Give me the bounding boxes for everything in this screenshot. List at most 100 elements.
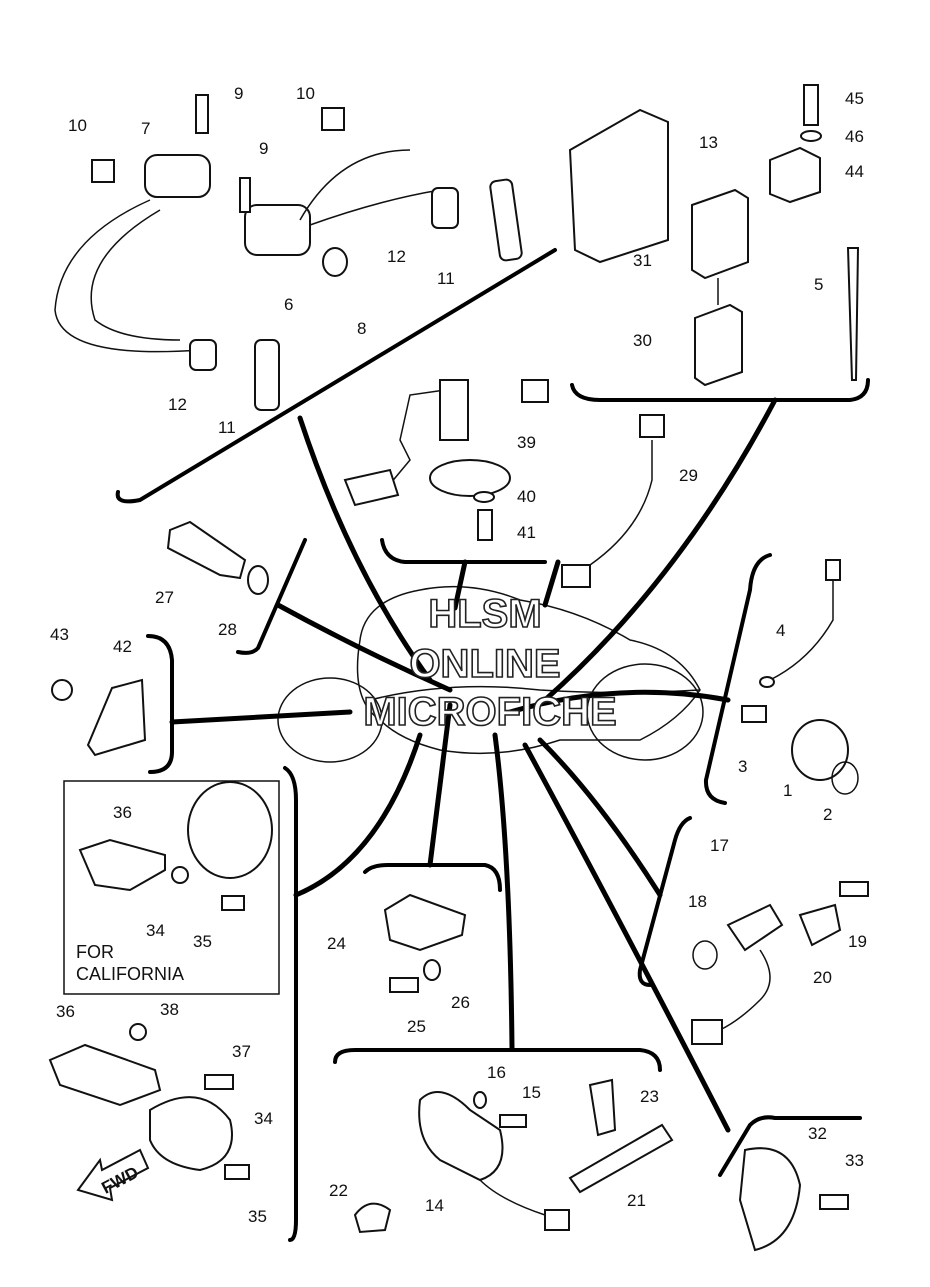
- plug-cap-12: [431, 187, 459, 229]
- callout-23: 23: [640, 1087, 659, 1106]
- callout-2: 2: [823, 805, 832, 824]
- callout-39: 39: [517, 433, 536, 452]
- frame-reflector: [146, 634, 174, 774]
- reflector-group: [51, 678, 147, 757]
- callout-4: 4: [776, 621, 785, 640]
- california-frame: [63, 780, 280, 995]
- lead-wire-29: [589, 440, 653, 566]
- california-note-line1: FOR: [76, 942, 114, 962]
- coil-wire: [309, 189, 441, 226]
- callout-17: 17: [710, 836, 729, 855]
- leader-main-switch: [507, 689, 731, 715]
- frame-starter: [333, 1048, 662, 1072]
- bolt-35: [221, 895, 245, 911]
- callout-7: 7: [141, 119, 150, 138]
- sender-float: [343, 468, 400, 507]
- plug-lead-wire: [90, 209, 181, 341]
- lead-4: [769, 580, 834, 681]
- sender-float-arm: [384, 389, 446, 491]
- o-ring-18: [692, 940, 718, 970]
- bolt-45: [803, 84, 819, 126]
- ecu-13: [568, 108, 669, 264]
- relay-30: [694, 303, 743, 387]
- callout-3: 3: [738, 757, 747, 776]
- callout-20: 20: [813, 968, 832, 987]
- ignition-coil-6: [244, 204, 311, 256]
- ignition-coil-group: [54, 94, 523, 411]
- crank-sensor-group: [691, 881, 869, 1045]
- callout-21: 21: [627, 1191, 646, 1210]
- coupler-24: [383, 893, 467, 952]
- clamp-8: [322, 247, 348, 277]
- sensor-wire: [719, 949, 771, 1031]
- sensor-coupler: [691, 1019, 723, 1045]
- callout-11b: 11: [218, 418, 236, 437]
- callout-29: 29: [679, 466, 698, 485]
- lead-coupler-bottom: [561, 564, 591, 588]
- sensor-44: [769, 146, 821, 204]
- pressure-switch-group: [166, 520, 269, 595]
- callout-12b: 12: [168, 395, 187, 414]
- o-ring-2: [831, 761, 859, 795]
- washer-46: [800, 130, 822, 142]
- frame-horn-left: [283, 766, 298, 1242]
- washer-26: [423, 959, 441, 981]
- bolt-9: [239, 177, 251, 213]
- clip-23: [588, 1078, 617, 1137]
- callout-32: 32: [808, 1124, 827, 1143]
- callout-34a: 34: [146, 921, 165, 940]
- bracket-36: [48, 1043, 162, 1107]
- plug-cap-11: [489, 178, 523, 262]
- callout-28: 28: [218, 620, 237, 639]
- watermark-line3: MICROFICHE: [363, 690, 616, 734]
- horn-california: [187, 781, 273, 879]
- callout-38: 38: [160, 1000, 179, 1019]
- leader-crank: [537, 737, 663, 898]
- horn-32: [738, 1147, 802, 1252]
- callout-33: 33: [845, 1151, 864, 1170]
- plug-cap-11: [254, 339, 280, 411]
- frame-ecu: [570, 378, 870, 402]
- sensor-17: [726, 903, 784, 952]
- leader-horn-right: [522, 742, 731, 1133]
- callout-14: 14: [425, 1196, 444, 1215]
- clamp-22: [353, 1202, 392, 1234]
- bolt-25: [389, 977, 419, 993]
- callout-15: 15: [522, 1083, 541, 1102]
- callout-43: 43: [50, 625, 69, 644]
- callout-5: 5: [814, 275, 823, 294]
- bolt-3: [741, 705, 767, 723]
- fuel-sender-group: [343, 379, 549, 541]
- leader-lines: [169, 397, 778, 1133]
- leader-horn-left: [293, 732, 423, 898]
- callout-labels: 1 2 3 4 5 6 7 8 9 9 10 10 11 11 12 12 13…: [50, 84, 867, 1226]
- nut-43: [51, 679, 73, 701]
- callout-45: 45: [845, 89, 864, 108]
- callout-10a: 10: [68, 116, 87, 135]
- ignition-coil-7: [144, 154, 211, 198]
- clamp-20: [798, 903, 842, 947]
- leader-pressure: [275, 602, 453, 693]
- callout-35a: 35: [193, 932, 212, 951]
- california-note-line2: CALIFORNIA: [76, 964, 184, 984]
- leader-sender-right: [542, 559, 561, 608]
- sender-coupler: [521, 379, 549, 403]
- callout-30: 30: [633, 331, 652, 350]
- callout-44: 44: [845, 162, 864, 181]
- horn-left-group: FWD: [48, 1023, 250, 1202]
- frame-wheel-left: [277, 677, 383, 763]
- leader-coupler: [427, 702, 453, 868]
- relay-31: [691, 188, 749, 280]
- callout-6: 6: [284, 295, 293, 314]
- callout-26: 26: [451, 993, 470, 1012]
- leader-reflector: [169, 709, 353, 725]
- leader-ecu: [542, 397, 778, 703]
- bolt-37: [204, 1074, 234, 1090]
- callout-16: 16: [487, 1063, 506, 1082]
- reflector-42: [86, 678, 147, 757]
- sender-bracket: [439, 379, 469, 441]
- frame-crank-sensor: [637, 816, 692, 987]
- bolt-35: [224, 1164, 250, 1180]
- callout-9b: 9: [259, 139, 268, 158]
- fwd-arrow-icon: FWD: [76, 1148, 150, 1202]
